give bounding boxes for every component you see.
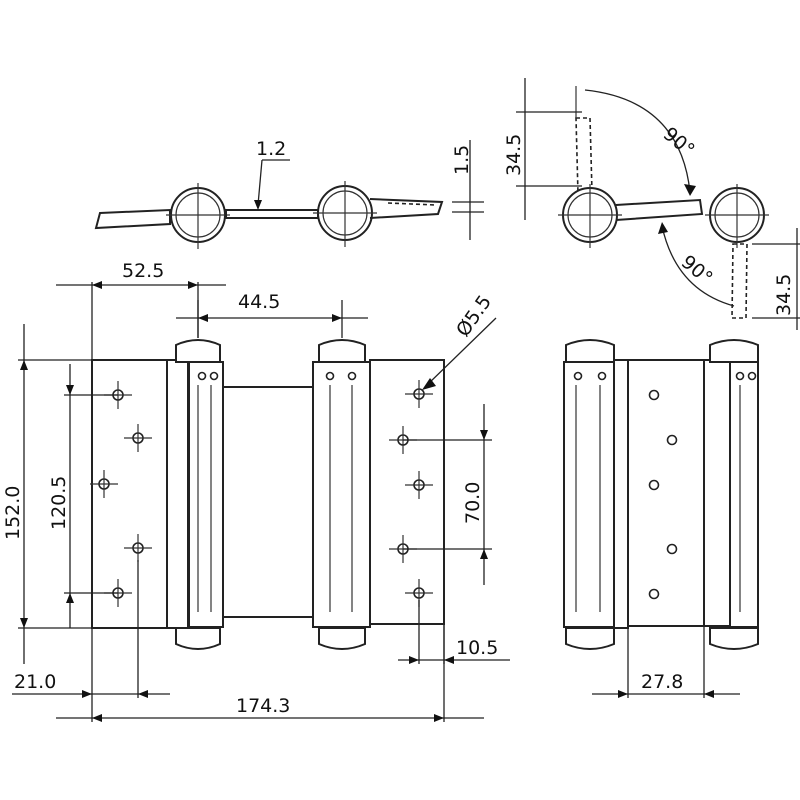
dim-diameter-arrow bbox=[422, 378, 436, 390]
side-hole bbox=[648, 479, 660, 491]
dim-10-5-arrow2 bbox=[444, 656, 454, 664]
dim-70-label: 70.0 bbox=[462, 482, 484, 524]
middle-plate bbox=[222, 386, 314, 618]
side-hole bbox=[666, 434, 678, 446]
dim-10-5-arrow1 bbox=[409, 656, 419, 664]
rotated-upper-leaf bbox=[575, 117, 593, 195]
left-leaf-knuckle-strip bbox=[166, 359, 190, 629]
dim-174-3-arrow1 bbox=[92, 714, 102, 722]
hole-centerlines-left bbox=[90, 381, 152, 607]
right-leaf-hidden bbox=[387, 202, 437, 206]
dim-174-3-arrow2 bbox=[434, 714, 444, 722]
front-elevation: 52.5 44.5 Ø5.5 152.0 120.5 70.0 bbox=[2, 260, 510, 722]
right-barrel-pin1 bbox=[325, 371, 335, 381]
dim-diameter-leader bbox=[425, 317, 497, 387]
dim-174-3-label: 174.3 bbox=[236, 695, 290, 717]
dim-27-8-arrow1 bbox=[618, 690, 628, 698]
side-elevation: 27.8 bbox=[563, 339, 759, 698]
angle-arc-lower bbox=[661, 225, 735, 307]
dim-1-2-arrow bbox=[254, 200, 262, 210]
side-right-cap-top bbox=[709, 339, 759, 363]
angle-upper-label: 90° bbox=[659, 123, 699, 162]
side-right-pin1 bbox=[735, 371, 745, 381]
side-left-pin2 bbox=[597, 371, 607, 381]
angle-arc-upper bbox=[584, 89, 691, 193]
side-plate-edge bbox=[613, 359, 629, 629]
dim-152-arrow1 bbox=[20, 360, 28, 370]
dim-152-arrow2 bbox=[20, 618, 28, 628]
right-barrel-cap-bottom bbox=[318, 627, 366, 650]
dim-1-2-label: 1.2 bbox=[256, 138, 286, 160]
dim-1-2-leader bbox=[257, 159, 263, 206]
hole-centerlines-right bbox=[389, 380, 433, 607]
right-barrel-body bbox=[312, 361, 371, 628]
side-left-cap-bottom bbox=[565, 627, 615, 650]
angle-arc-upper-arrow bbox=[684, 184, 696, 196]
side-right-barrel bbox=[729, 361, 759, 628]
side-left-barrel bbox=[563, 361, 615, 628]
dim-34-5-lower-label: 34.5 bbox=[773, 274, 795, 316]
left-barrel-cap-bottom bbox=[175, 627, 221, 650]
side-left-pin1 bbox=[573, 371, 583, 381]
dim-44-5-arrow2 bbox=[332, 314, 342, 322]
side-plate bbox=[627, 359, 705, 627]
dim-21-label: 21.0 bbox=[14, 671, 56, 693]
left-barrel-cap-top bbox=[175, 339, 221, 363]
right-leaf-plan bbox=[369, 198, 444, 219]
left-barrel-pin2 bbox=[209, 371, 219, 381]
left-barrel-body bbox=[187, 361, 224, 628]
right-barrel-cap-top bbox=[318, 339, 366, 363]
left-leaf-plate bbox=[91, 359, 168, 629]
dim-120-5-arrow1 bbox=[66, 385, 74, 395]
rotated-middle-plate bbox=[615, 198, 704, 221]
side-hole bbox=[648, 389, 660, 401]
dim-52-5-arrow2 bbox=[188, 281, 198, 289]
side-hole bbox=[666, 543, 678, 555]
dim-70-arrow1 bbox=[480, 430, 488, 440]
top-rotated-view: 34.5 90° 90° 34.5 bbox=[503, 78, 800, 330]
dim-10-5-label: 10.5 bbox=[456, 637, 498, 659]
dim-52-5-arrow1 bbox=[92, 281, 102, 289]
right-leaf-holes bbox=[389, 380, 433, 607]
dim-152-label: 152.0 bbox=[2, 486, 24, 540]
right-barrel-pin2 bbox=[347, 371, 357, 381]
left-leaf-plan bbox=[94, 208, 171, 230]
middle-plate-plan bbox=[225, 209, 319, 219]
dim-21-arrow1 bbox=[82, 690, 92, 698]
dim-34-5-upper-label: 34.5 bbox=[503, 134, 525, 176]
dim-21-arrow2 bbox=[138, 690, 148, 698]
left-barrel-pin1 bbox=[197, 371, 207, 381]
dim-120-5-label: 120.5 bbox=[48, 476, 70, 530]
dim-diameter-label: Ø5.5 bbox=[452, 291, 496, 341]
rotated-lower-leaf bbox=[731, 243, 748, 319]
dim-27-8-label: 27.8 bbox=[641, 671, 683, 693]
side-hole bbox=[648, 588, 660, 600]
dim-27-8-arrow2 bbox=[704, 690, 714, 698]
side-right-cap-bottom bbox=[709, 627, 759, 650]
dim-44-5-label: 44.5 bbox=[238, 291, 280, 313]
side-right-pin2 bbox=[747, 371, 757, 381]
dim-1-5-label: 1.5 bbox=[451, 145, 473, 175]
right-leaf-plate bbox=[369, 359, 445, 625]
left-leaf-holes bbox=[90, 381, 152, 607]
angle-lower-label: 90° bbox=[677, 251, 717, 290]
dim-52-5-label: 52.5 bbox=[122, 260, 164, 282]
dim-70-arrow2 bbox=[480, 549, 488, 559]
angle-arc-lower-arrow bbox=[658, 222, 668, 234]
side-right-strip bbox=[703, 359, 731, 627]
dim-120-5-arrow2 bbox=[66, 593, 74, 603]
side-left-cap-top bbox=[565, 339, 615, 363]
dim-44-5-arrow1 bbox=[198, 314, 208, 322]
top-plan-view: 1.2 1.5 bbox=[94, 138, 484, 249]
